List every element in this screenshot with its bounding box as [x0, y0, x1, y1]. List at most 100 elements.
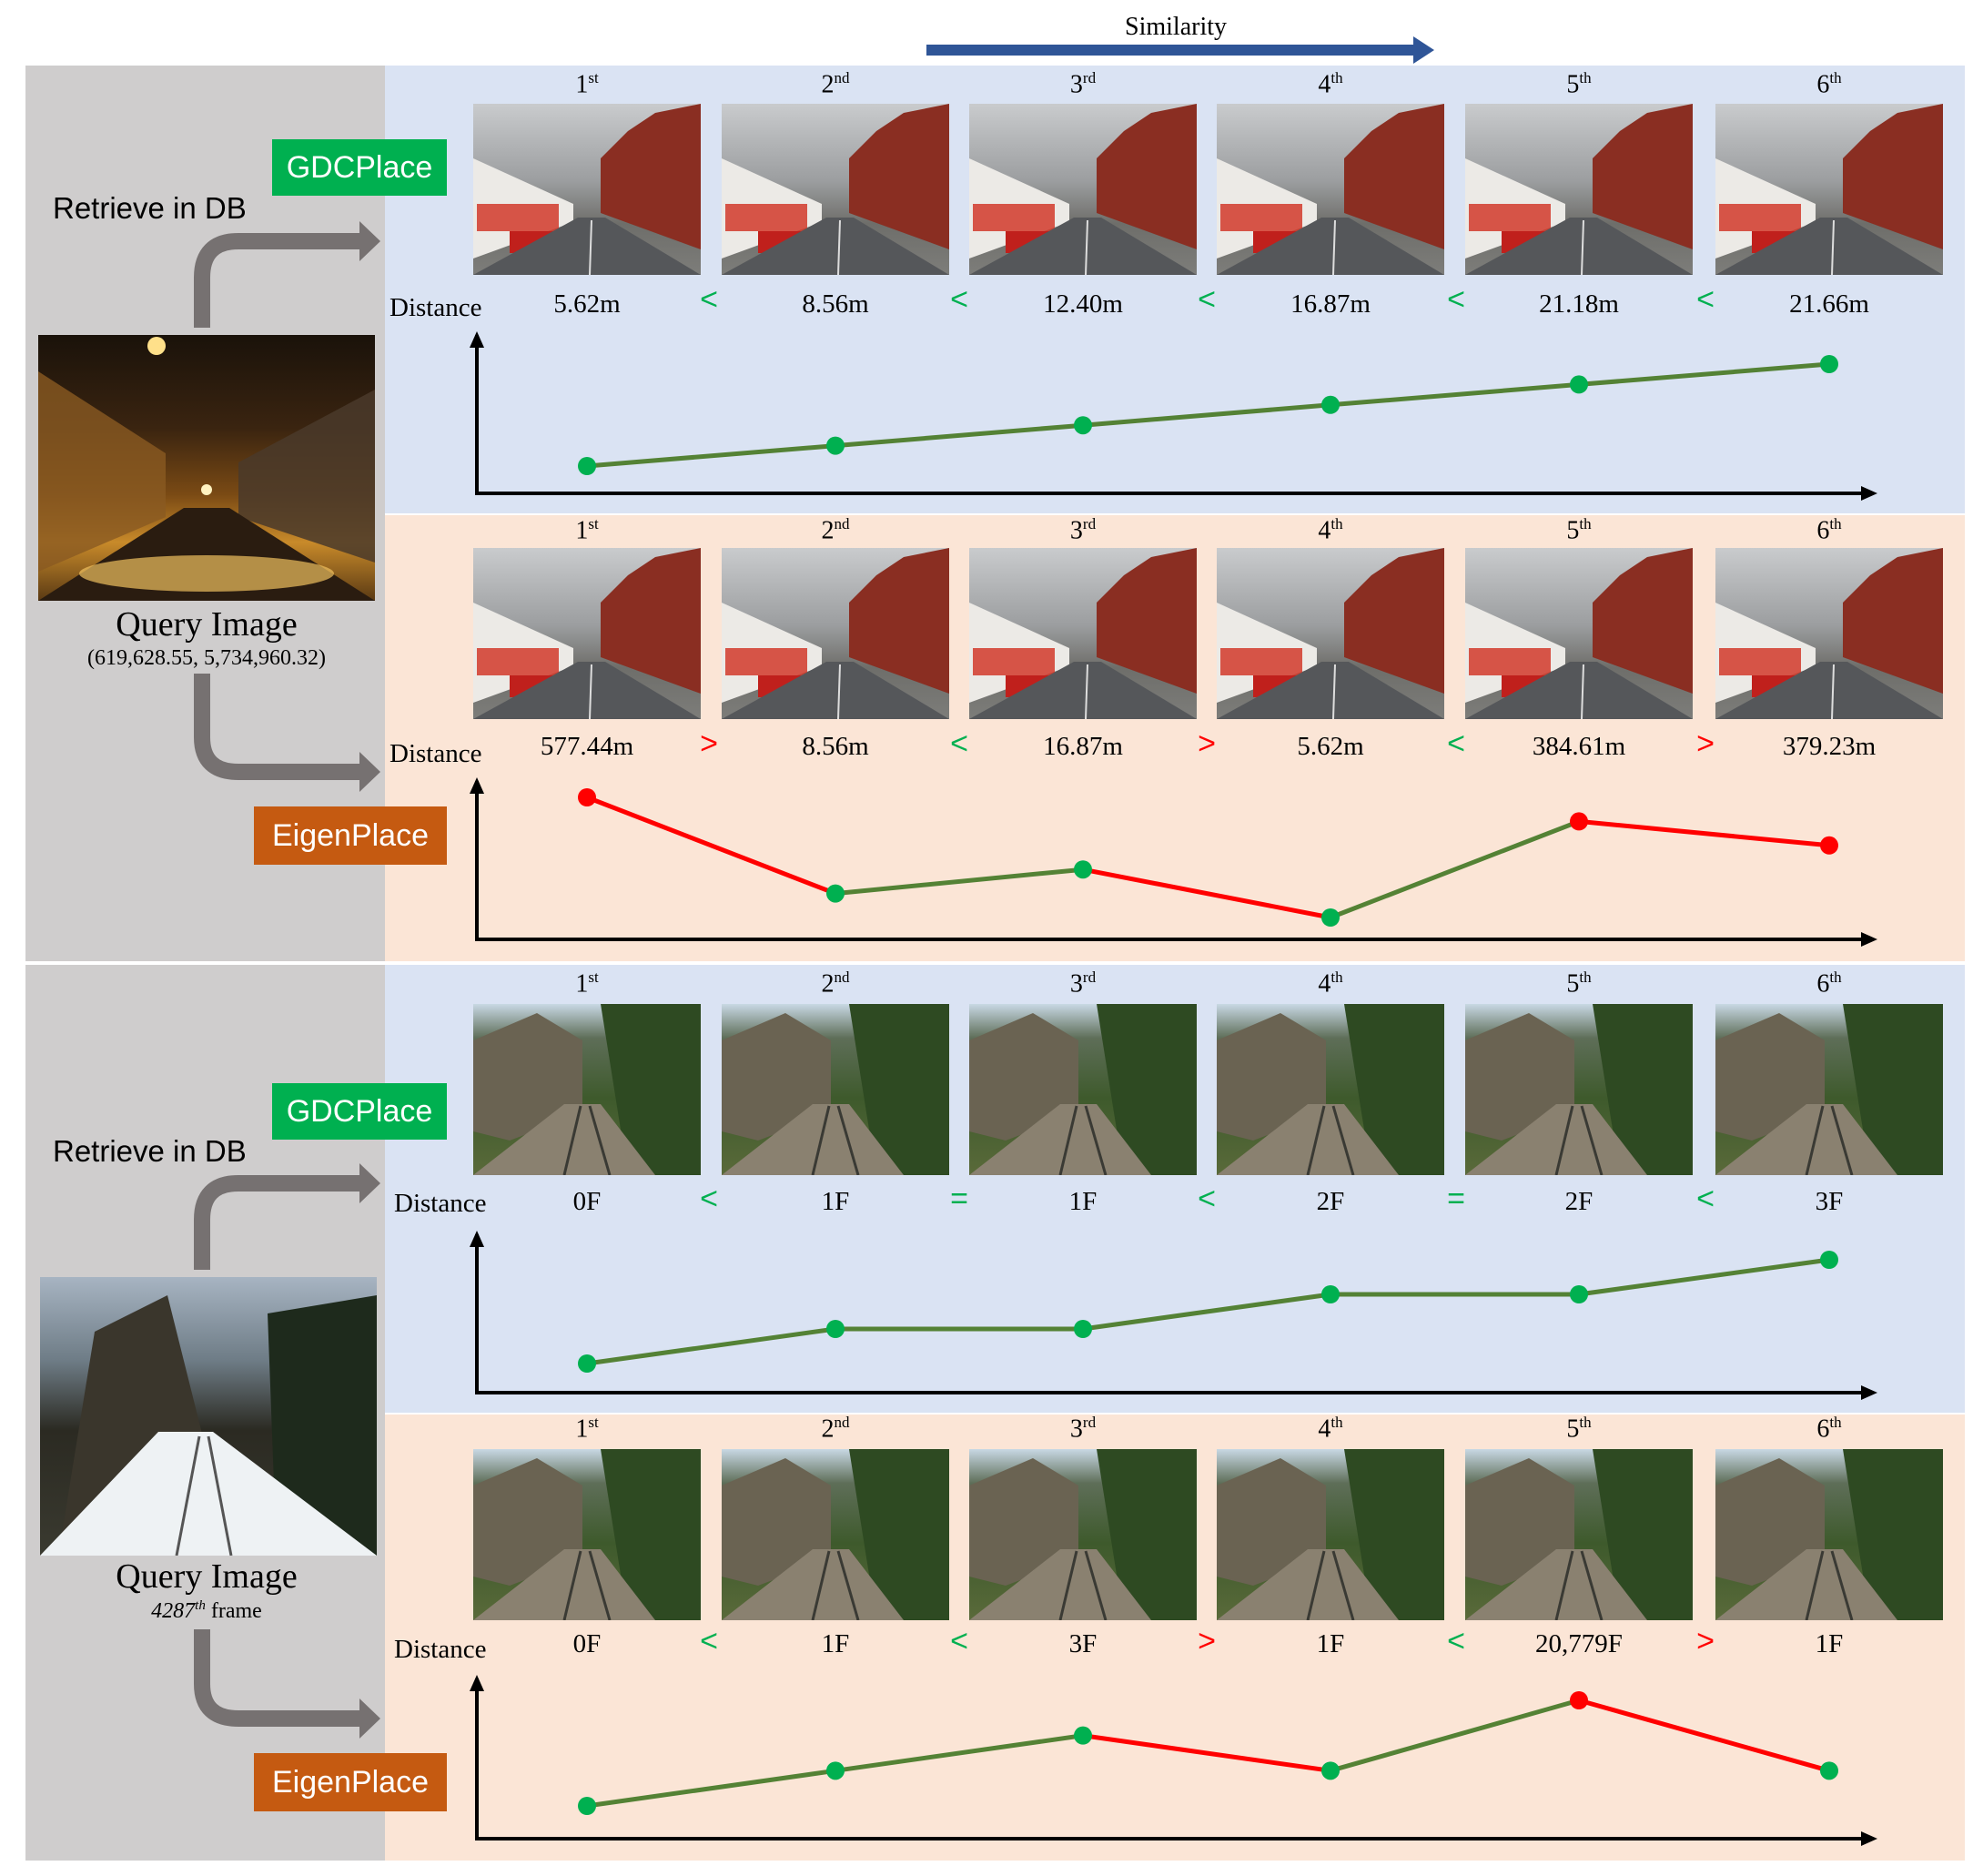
- railway-summer-icon: [1715, 1449, 1943, 1620]
- plot-segment: [1330, 381, 1580, 408]
- rank-number: 4: [1318, 70, 1331, 99]
- railway-summer-icon: [969, 1449, 1197, 1620]
- comparison-sign: =: [950, 1181, 968, 1216]
- comparison-sign: <: [700, 282, 718, 317]
- retrieve-in-db-label: Retrieve in DB: [53, 191, 247, 225]
- rank-suffix: th: [1829, 515, 1842, 532]
- plot-point: [1074, 416, 1092, 435]
- rank-label: 2nd: [781, 515, 890, 545]
- plot-segment: [1578, 1257, 1830, 1297]
- rank-label: 1st: [532, 1414, 642, 1444]
- x-axis-arrowhead: [1861, 1831, 1877, 1846]
- plot-segment: [835, 867, 1084, 897]
- distance-value: 1F: [821, 1629, 850, 1658]
- comparison-sign: <: [1447, 282, 1465, 317]
- plot-point: [1570, 375, 1588, 394]
- plot-point: [1074, 1726, 1092, 1745]
- rank-label: 1st: [532, 968, 642, 999]
- street-day-icon: [722, 548, 949, 719]
- plot-point: [578, 457, 596, 475]
- plot-axes: [475, 781, 1870, 941]
- comparison-sign: <: [1447, 1624, 1465, 1658]
- rank-suffix: th: [1829, 968, 1842, 986]
- rank-suffix: rd: [1082, 1414, 1097, 1431]
- rank-label: 3rd: [1028, 69, 1138, 99]
- rank-label: 2nd: [781, 69, 890, 99]
- x-axis-arrowhead: [1861, 932, 1877, 947]
- rank-suffix: th: [1579, 968, 1592, 986]
- rank-number: 3: [1069, 70, 1083, 99]
- x-axis-arrowhead: [1861, 486, 1877, 501]
- rank-number: 5: [1566, 516, 1580, 545]
- distance-value: 0F: [572, 1187, 602, 1216]
- plot-point: [1074, 860, 1092, 879]
- x-axis-arrowhead: [1861, 1385, 1877, 1400]
- distance-value: 577.44m: [540, 732, 634, 761]
- rank-number: 5: [1566, 969, 1580, 999]
- distance-value: 1F: [1316, 1629, 1345, 1658]
- comparison-sign: <: [950, 1624, 968, 1658]
- rank-suffix: st: [588, 1414, 599, 1431]
- plot-segment: [586, 1768, 836, 1809]
- rank-label: 4th: [1276, 1414, 1385, 1444]
- query-image-title-2: Query Image: [116, 1557, 298, 1596]
- distance-value: 1F: [821, 1187, 850, 1216]
- rank-label: 4th: [1276, 515, 1385, 545]
- y-axis-arrowhead: [470, 1231, 484, 1247]
- query-image-title-1: Query Image: [116, 605, 298, 644]
- rank-number: 2: [821, 969, 835, 999]
- rank-suffix: rd: [1082, 968, 1097, 986]
- snowy-railway-icon: [40, 1277, 377, 1556]
- plot-point: [826, 1761, 845, 1780]
- comparison-sign: >: [1198, 1624, 1216, 1658]
- y-axis-arrowhead: [470, 331, 484, 348]
- plot-point: [1820, 1251, 1838, 1269]
- plot-segment: [1082, 402, 1331, 428]
- plot-point: [826, 1320, 845, 1338]
- night-street-icon: [38, 335, 375, 601]
- distance-value: 12.40m: [1043, 289, 1123, 319]
- distance-value: 21.66m: [1789, 289, 1869, 319]
- rank-label: 6th: [1775, 1414, 1884, 1444]
- rank-suffix: th: [1330, 515, 1343, 532]
- plot-segment: [1578, 1698, 1830, 1773]
- street-day-icon: [473, 104, 701, 275]
- retrieve-arrow-down-2: [194, 1629, 380, 1739]
- railway-summer-icon: [1465, 1004, 1693, 1175]
- plot-point: [1570, 1691, 1588, 1709]
- gdcplace-label: GDCPlace: [272, 1083, 447, 1140]
- rank-suffix: th: [1579, 1414, 1592, 1431]
- comparison-sign: >: [1696, 726, 1715, 761]
- street-day-icon: [473, 548, 701, 719]
- rank-number: 4: [1318, 1415, 1331, 1444]
- distance-value: 16.87m: [1290, 289, 1371, 319]
- plot-segment: [835, 422, 1084, 449]
- rank-number: 2: [821, 1415, 835, 1444]
- plot-point: [1321, 1285, 1340, 1303]
- distance-label: Distance: [394, 1635, 487, 1664]
- rank-number: 2: [821, 70, 835, 99]
- comparison-sign: <: [1198, 282, 1216, 317]
- plot-segment: [586, 443, 836, 469]
- rank-label: 6th: [1775, 515, 1884, 545]
- retrieve-arrow-up-2: [194, 1163, 380, 1270]
- rank-suffix: nd: [834, 69, 850, 86]
- query-frame-word: frame: [210, 1599, 262, 1623]
- plot-segment: [1082, 1733, 1331, 1773]
- plot-point: [1820, 836, 1838, 855]
- plot-segment: [1330, 1698, 1580, 1773]
- comparison-sign: <: [950, 726, 968, 761]
- query-frame: 4287th frame: [56, 1598, 357, 1624]
- rank-number: 3: [1069, 516, 1083, 545]
- railway-summer-icon: [1465, 1449, 1693, 1620]
- rank-label: 5th: [1524, 515, 1634, 545]
- rank-label: 3rd: [1028, 968, 1138, 999]
- street-day-icon: [1715, 548, 1943, 719]
- rank-suffix: nd: [834, 1414, 850, 1431]
- street-day-icon: [1217, 104, 1444, 275]
- plot-axes: [475, 335, 1870, 495]
- railway-summer-icon: [1715, 1004, 1943, 1175]
- distance-value: 5.62m: [553, 289, 621, 319]
